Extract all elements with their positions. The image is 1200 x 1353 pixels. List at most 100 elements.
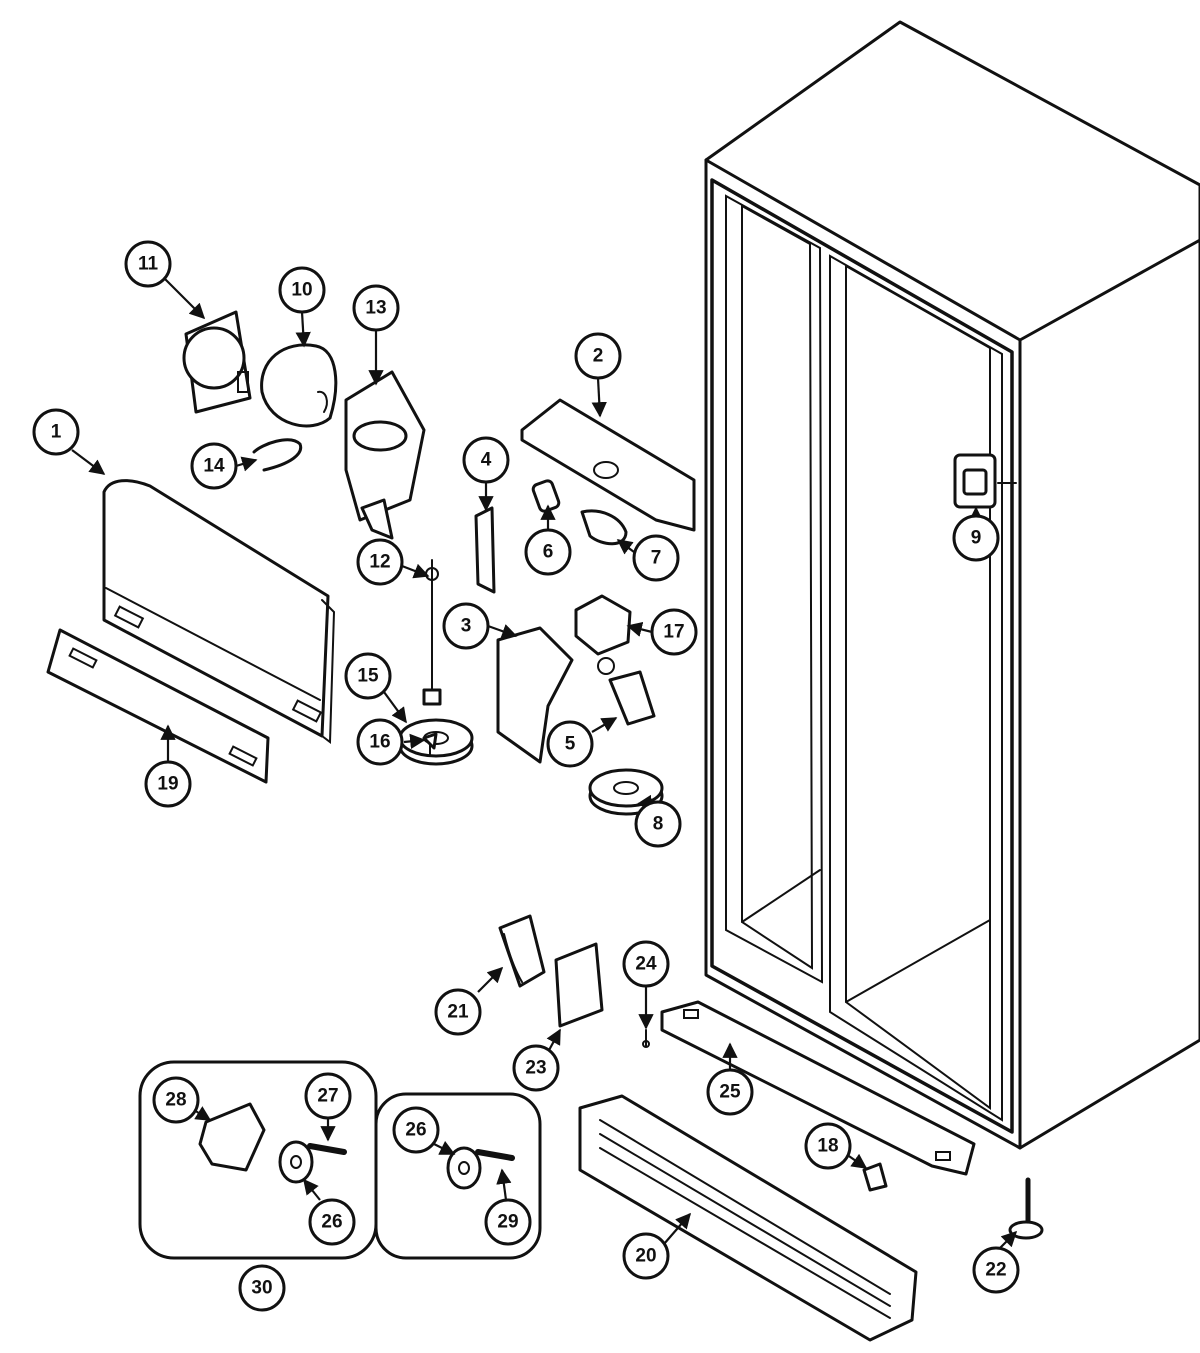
cover-part-3 [496, 626, 574, 764]
valve-part-5 [597, 657, 656, 726]
callout-7: 7 [632, 534, 680, 582]
callout-28: 28 [152, 1076, 200, 1124]
roller-part-26b [446, 1146, 482, 1190]
base-rail-part-25 [660, 1000, 976, 1176]
svg-text:21: 21 [447, 1002, 469, 1023]
callout-17: 17 [650, 608, 698, 656]
screw-part-24 [642, 1029, 650, 1048]
svg-text:29: 29 [497, 1212, 518, 1233]
svg-text:23: 23 [525, 1058, 546, 1079]
svg-text:5: 5 [565, 734, 576, 755]
svg-text:26: 26 [321, 1212, 342, 1233]
callout-10: 10 [278, 266, 326, 314]
svg-text:1: 1 [51, 422, 62, 443]
clip-part-18 [862, 1162, 888, 1192]
grille-part-20 [578, 1094, 918, 1342]
callout-27: 27 [304, 1072, 352, 1120]
svg-text:16: 16 [369, 732, 390, 753]
callout-11: 11 [124, 240, 172, 288]
leader-7 [616, 539, 635, 555]
callout-3: 3 [442, 602, 490, 650]
svg-text:4: 4 [481, 450, 492, 471]
svg-text:8: 8 [653, 814, 664, 835]
socket-part-6 [531, 479, 561, 513]
callout-1: 1 [32, 408, 80, 456]
svg-text:14: 14 [203, 456, 225, 477]
callout-15: 15 [344, 652, 392, 700]
leader-1 [71, 449, 106, 475]
callout-12: 12 [356, 538, 404, 586]
svg-text:25: 25 [719, 1082, 741, 1103]
callout-26a: 26 [308, 1198, 356, 1246]
svg-text:11: 11 [138, 254, 159, 275]
callout-19: 19 [144, 760, 192, 808]
callout-29: 29 [484, 1198, 532, 1246]
roller-cover-part-21 [498, 914, 546, 988]
callout-2: 2 [574, 332, 622, 380]
svg-text:9: 9 [971, 528, 982, 549]
kit-group-box-26-29 [374, 1092, 542, 1260]
callout-22: 22 [972, 1246, 1020, 1294]
svg-text:22: 22 [985, 1260, 1006, 1281]
svg-text:24: 24 [635, 954, 657, 975]
spring-part-14 [252, 438, 303, 472]
bracket-part-28 [198, 1102, 266, 1172]
callout-8: 8 [634, 800, 682, 848]
callout-5: 5 [546, 720, 594, 768]
svg-text:28: 28 [165, 1090, 186, 1111]
svg-text:18: 18 [817, 1136, 838, 1157]
svg-text:17: 17 [663, 622, 684, 643]
leader-10 [295, 311, 311, 348]
leader-15 [383, 691, 407, 724]
svg-text:20: 20 [635, 1246, 656, 1267]
callout-14: 14 [190, 442, 238, 490]
svg-text:6: 6 [543, 542, 554, 563]
leader-29 [496, 1168, 512, 1201]
trim-strip-part-19 [46, 628, 270, 784]
leader-3 [487, 624, 518, 639]
callout-18: 18 [804, 1122, 852, 1170]
callout-16: 16 [356, 718, 404, 766]
leader-5 [591, 717, 618, 733]
svg-text:12: 12 [369, 552, 390, 573]
leader-14 [235, 456, 258, 472]
refrigerator-cabinet [704, 20, 1200, 1150]
callout-23: 23 [512, 1044, 560, 1092]
callout-13: 13 [352, 284, 400, 332]
callout-6: 6 [524, 528, 572, 576]
leader-2 [591, 377, 607, 418]
svg-text:19: 19 [157, 774, 178, 795]
axle-part-27 [307, 1143, 347, 1155]
leader-12 [401, 563, 430, 579]
svg-text:3: 3 [461, 616, 472, 637]
leader-20 [663, 1212, 692, 1245]
cap-part-10 [260, 343, 338, 428]
svg-text:7: 7 [651, 548, 662, 569]
bulb-part-7 [580, 509, 628, 546]
leader-23 [546, 1028, 561, 1053]
leveling-leg-part-22 [1008, 1177, 1044, 1240]
callout-9: 9 [952, 514, 1000, 562]
panel-part-1 [102, 479, 336, 744]
screw-part-16 [422, 732, 438, 757]
svg-text:10: 10 [291, 280, 312, 301]
roller-part-26a [278, 1140, 314, 1184]
callout-21: 21 [434, 988, 482, 1036]
callouts: 1 2 3 4 5 6 7 8 9 10 11 12 13 14 15 16 1… [32, 240, 1020, 1312]
svg-text:2: 2 [593, 346, 604, 367]
leader-11 [163, 277, 206, 320]
axle-part-29 [475, 1149, 515, 1161]
callout-26b: 26 [392, 1106, 440, 1154]
rail-part-4 [474, 506, 496, 594]
door-switch-part-9 [953, 453, 1017, 509]
leader-17 [626, 621, 653, 637]
housing-part-11 [182, 310, 252, 414]
leader-26a [303, 1178, 321, 1201]
callout-25: 25 [706, 1068, 754, 1116]
timer-part-17 [574, 594, 632, 656]
harness-part-12 [422, 559, 442, 706]
svg-text:27: 27 [317, 1086, 338, 1107]
leader-28 [193, 1106, 212, 1121]
callout-24: 24 [622, 940, 670, 988]
